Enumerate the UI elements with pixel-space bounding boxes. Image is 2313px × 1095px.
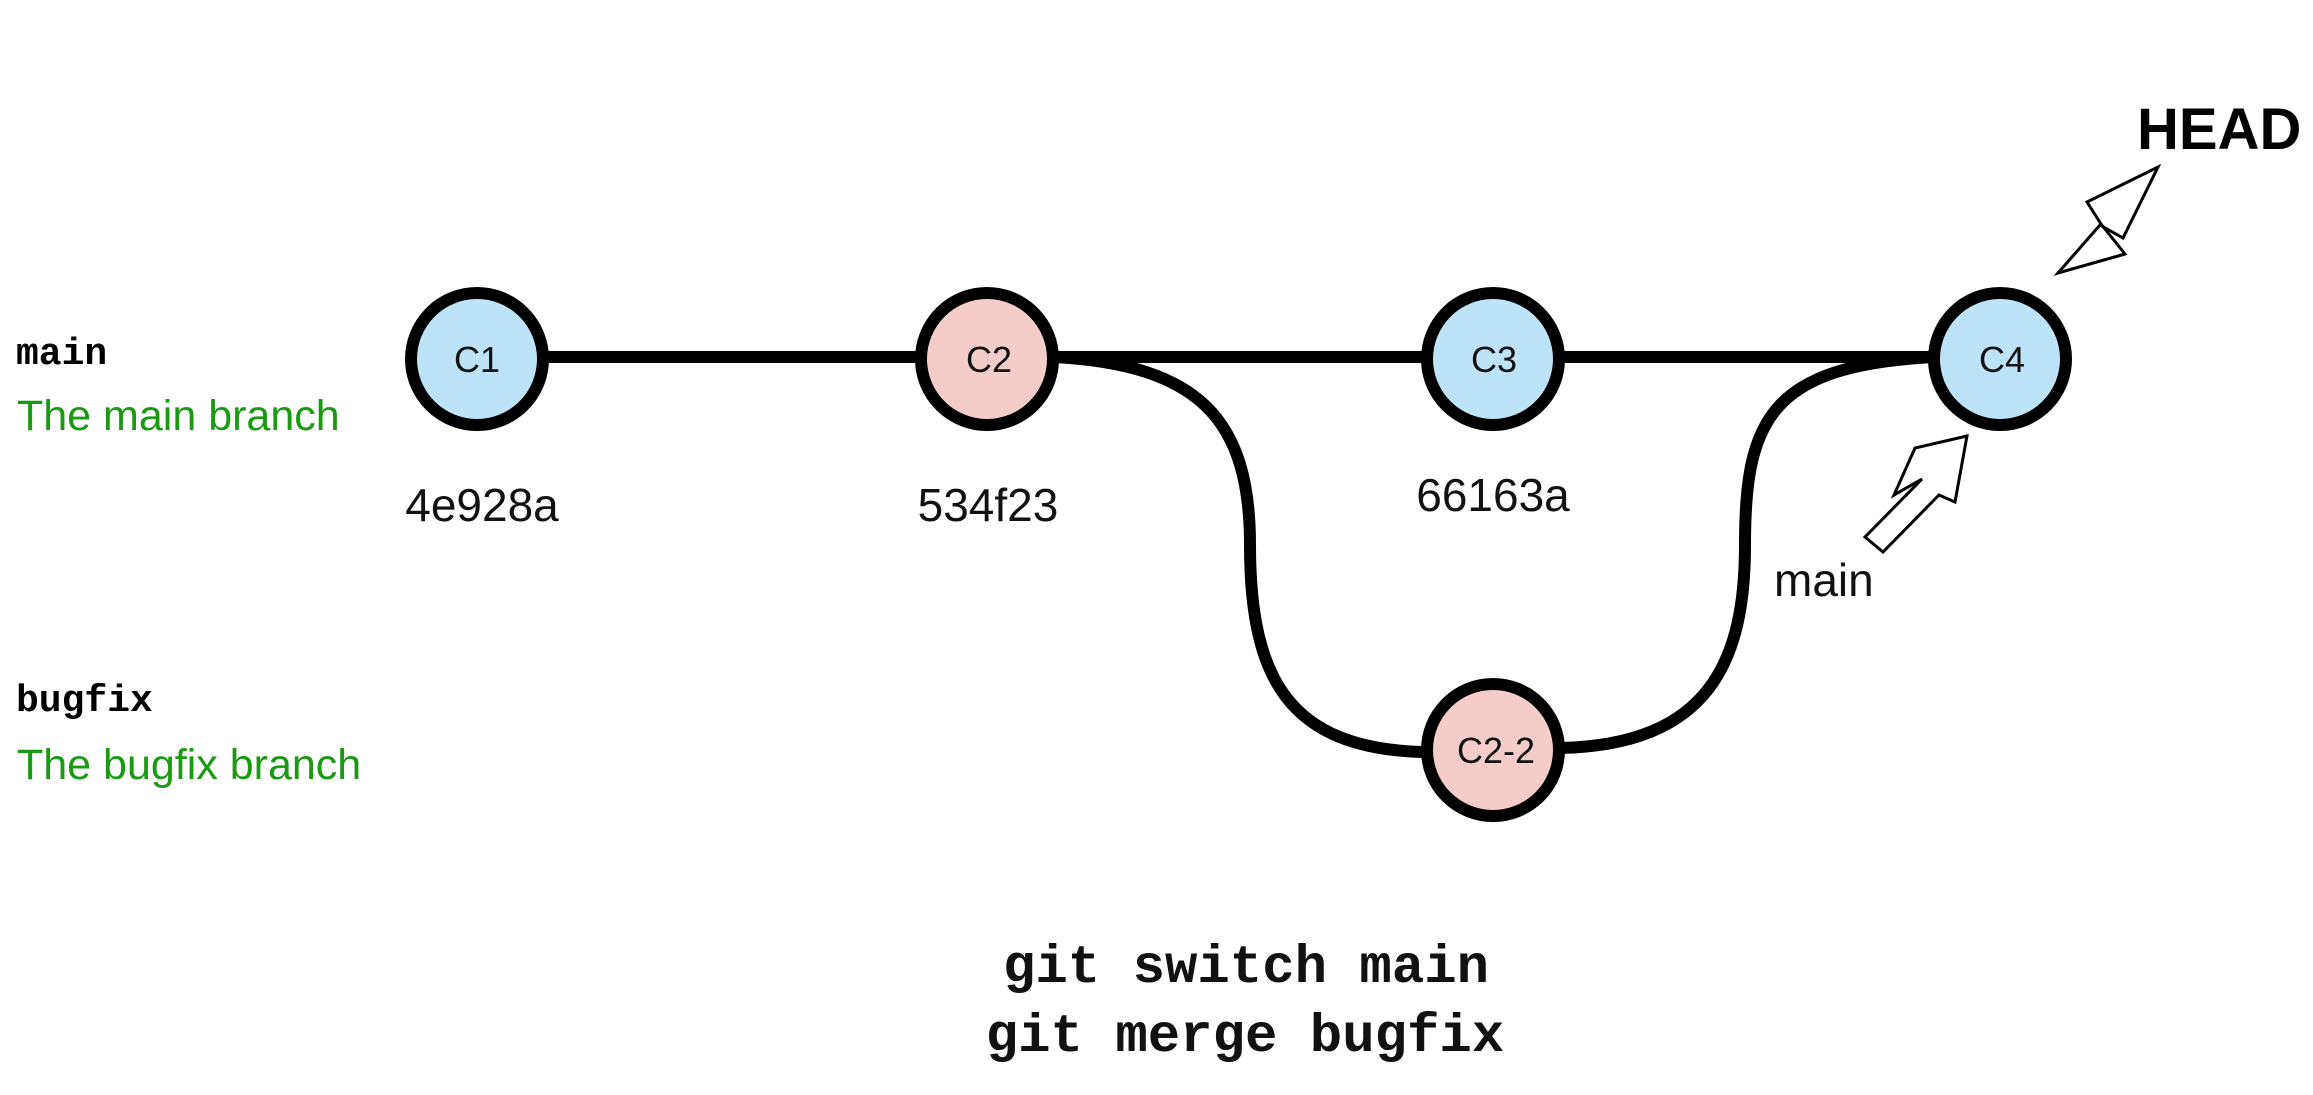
commit-hash-c3: 66163a bbox=[1416, 469, 1570, 521]
commit-node-c3 bbox=[1421, 287, 1565, 431]
branch-desc-main: The main branch bbox=[17, 392, 340, 440]
commit-c2-2: C2-2 bbox=[1421, 678, 1565, 822]
commit-node-c2-2 bbox=[1421, 678, 1565, 822]
command-line-1: git switch main bbox=[1003, 938, 1489, 999]
commit-label-c2: C2 bbox=[966, 339, 1012, 380]
commit-node-c4 bbox=[1928, 287, 2072, 431]
head-label: HEAD bbox=[2137, 97, 2301, 162]
commit-c2: C2 534f23 bbox=[915, 287, 1059, 531]
command-line-2: git merge bugfix bbox=[986, 1007, 1504, 1068]
commit-hash-c1: 4e928a bbox=[405, 479, 559, 531]
commit-label-c2-2: C2-2 bbox=[1457, 730, 1535, 771]
branch-name-bugfix: bugfix bbox=[16, 680, 153, 723]
main-arrow-icon bbox=[1862, 434, 1969, 555]
head-arrow-icon bbox=[2053, 163, 2162, 276]
main-pointer-label: main bbox=[1774, 554, 1874, 606]
commit-c1: C1 4e928a bbox=[405, 287, 559, 531]
commit-hash-c2: 534f23 bbox=[918, 479, 1059, 531]
edge-c2-c2-2 bbox=[1054, 351, 1423, 758]
commit-label-c4: C4 bbox=[1979, 339, 2025, 380]
branch-name-main: main bbox=[16, 333, 107, 376]
commit-label-c1: C1 bbox=[454, 339, 500, 380]
commit-c4: C4 bbox=[1928, 287, 2072, 431]
commit-label-c3: C3 bbox=[1471, 339, 1517, 380]
commit-c3: C3 66163a bbox=[1416, 287, 1570, 521]
commit-node-c1 bbox=[405, 287, 549, 431]
commit-node-c2 bbox=[915, 287, 1059, 431]
edge-c2-2-c4 bbox=[1559, 351, 1936, 754]
branch-desc-bugfix: The bugfix branch bbox=[17, 741, 361, 789]
